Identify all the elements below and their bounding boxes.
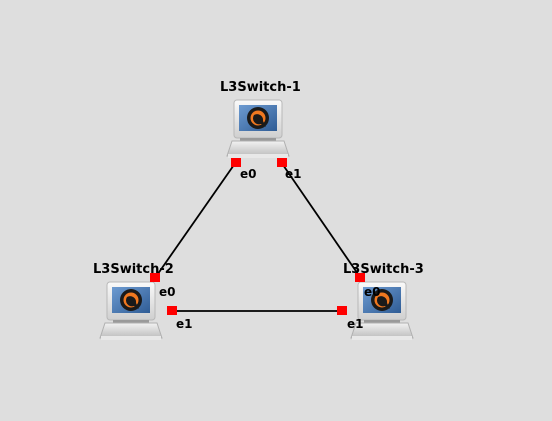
- port-label-n1-e0: e0: [240, 167, 257, 181]
- port-n1-e1[interactable]: [277, 158, 287, 167]
- link-l3switch1-l3switch3[interactable]: [280, 161, 361, 278]
- port-n3-e0[interactable]: [355, 273, 365, 282]
- port-n3-e1[interactable]: [337, 306, 347, 315]
- port-label-n3-e1: e1: [347, 317, 364, 331]
- port-label-n3-e0: e0: [364, 285, 381, 299]
- port-n2-e0[interactable]: [150, 273, 160, 282]
- node-label-l3switch-3: L3Switch-3: [343, 262, 424, 277]
- node-label-l3switch-1: L3Switch-1: [220, 80, 301, 95]
- port-label-n1-e1: e1: [285, 167, 302, 181]
- node-label-l3switch-2: L3Switch-2: [93, 262, 174, 277]
- l3switch-2-laptop-router-icon[interactable]: [99, 281, 163, 341]
- link-l3switch1-l3switch2[interactable]: [154, 161, 237, 279]
- l3switch-3-laptop-router-icon[interactable]: [350, 281, 414, 341]
- port-n1-e0[interactable]: [231, 158, 241, 167]
- l3switch-1-laptop-router-icon[interactable]: [226, 99, 290, 159]
- port-label-n2-e1: e1: [176, 317, 193, 331]
- port-label-n2-e0: e0: [159, 285, 176, 299]
- port-n2-e1[interactable]: [167, 306, 177, 315]
